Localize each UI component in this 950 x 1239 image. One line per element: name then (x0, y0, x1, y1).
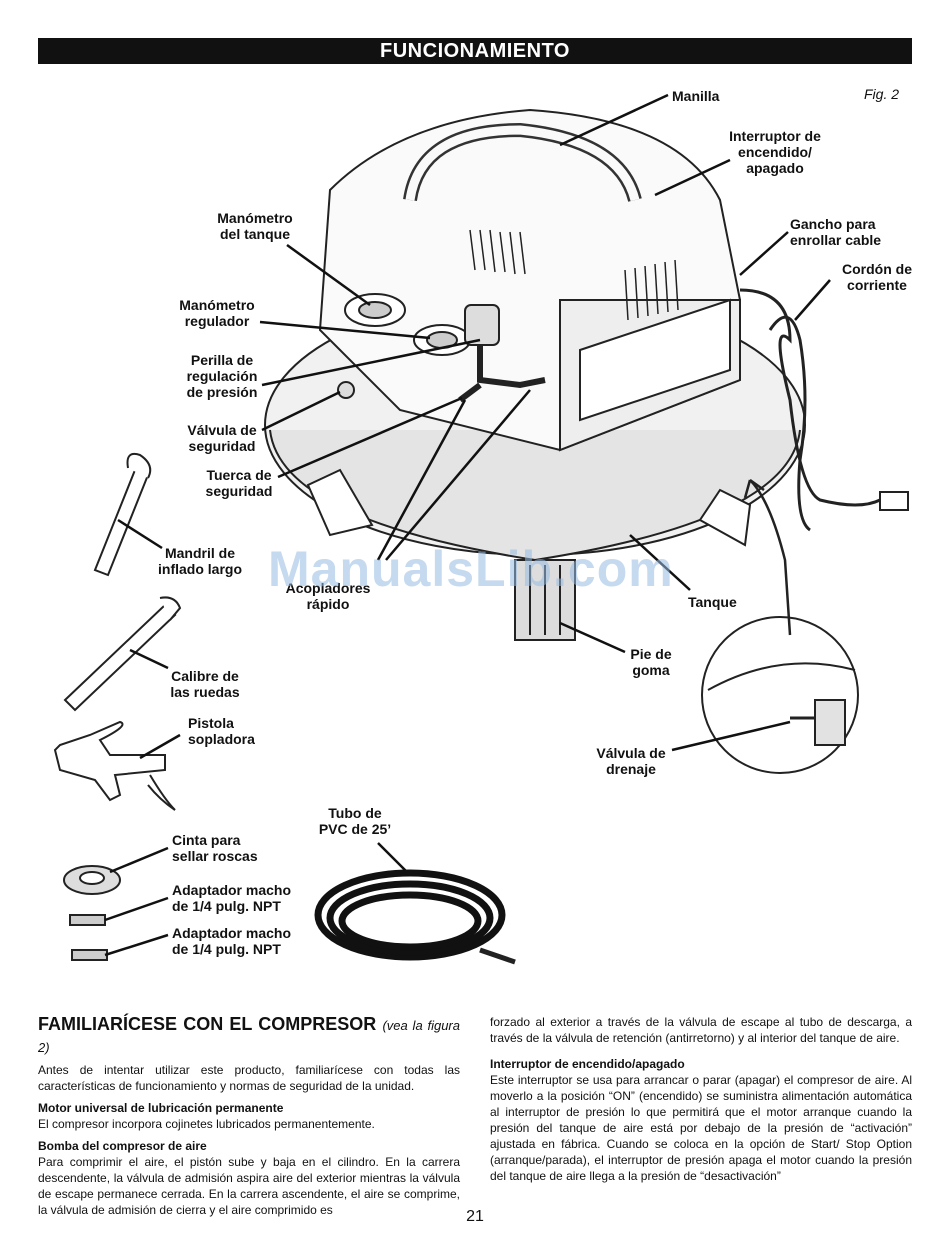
motor-paragraph: El compresor incorpora cojinetes lubrica… (38, 1117, 375, 1131)
compressor-illustration (53, 93, 909, 965)
page-number: 21 (466, 1208, 484, 1225)
intro-paragraph: Antes de intentar utilizar este producto… (38, 1063, 460, 1093)
text-column-right: forzado al exterior a través de la válvu… (490, 1014, 912, 1184)
gauge-tool-shape (63, 603, 177, 712)
text-column-left: FAMILIARÍCESE CON EL COMPRESOR (vea la f… (38, 1014, 460, 1218)
power-cord-shape (739, 288, 881, 507)
motor-heading: Motor universal de lubricación permanent… (38, 1101, 284, 1115)
section-title: FAMILIARÍCESE CON EL COMPRESOR (vea la f… (38, 1014, 460, 1055)
interruptor-heading: Interruptor de encendido/apagado (490, 1057, 685, 1071)
regulator-knob-shape (464, 304, 500, 346)
col2-paragraph: forzado al exterior a través de la válvu… (490, 1015, 912, 1045)
adapter1-shape (69, 914, 106, 926)
drain-valve-inset (701, 616, 859, 774)
bomba-paragraph: Para comprimir el aire, el pistón sube y… (38, 1155, 460, 1217)
watermark: ManualsLib.com (268, 541, 674, 597)
label-manilla: Manilla (672, 88, 720, 104)
interruptor-paragraph: Este interruptor se usa para arrancar o … (490, 1073, 912, 1183)
adapter2-shape (71, 949, 108, 961)
figure-number: Fig. 2 (864, 86, 900, 102)
hose-shape (314, 869, 506, 961)
bomba-heading: Bomba del compresor de aire (38, 1139, 207, 1153)
safety-valve-shape (337, 381, 355, 399)
label-tanque: Tanque (688, 594, 737, 610)
section-header: FUNCIONAMIENTO (38, 38, 912, 64)
blow-gun-shape (53, 720, 166, 802)
